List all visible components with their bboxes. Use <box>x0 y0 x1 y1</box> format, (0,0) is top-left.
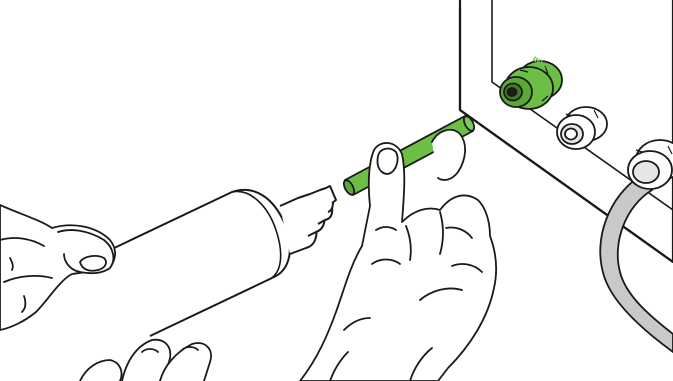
right-hand <box>300 130 496 381</box>
lower-fingers <box>80 340 211 381</box>
left-hand <box>0 205 115 330</box>
water-filter-cartridge <box>110 186 336 336</box>
